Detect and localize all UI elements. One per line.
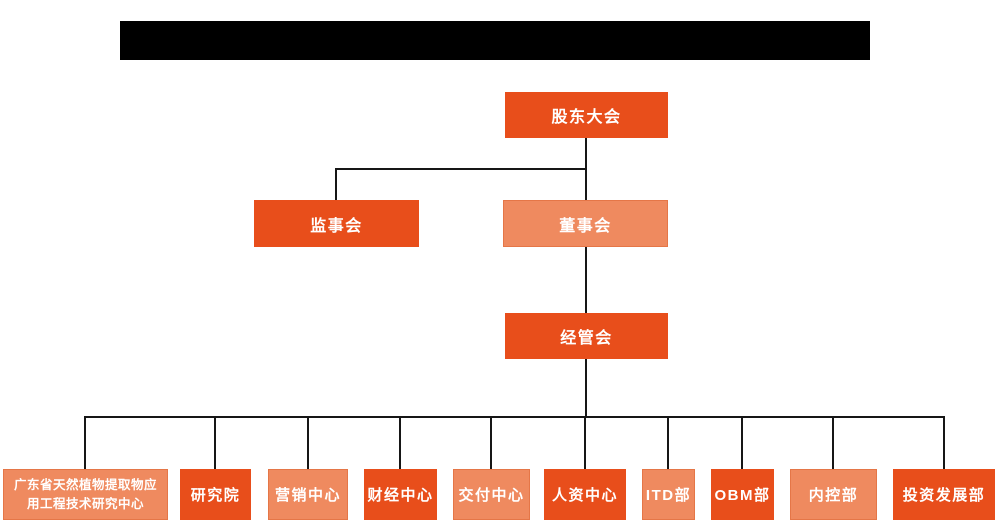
org-node-label: 广东省天然植物提取物应用工程技术研究中心	[13, 478, 157, 511]
connector-drop-research-center	[84, 416, 86, 469]
org-node-label: ITD部	[645, 487, 692, 504]
org-node-label: 财经中心	[367, 487, 434, 504]
connector-drop-hr	[584, 416, 586, 469]
connector-drop-itd	[667, 416, 669, 469]
org-node-label: 董事会	[559, 217, 612, 235]
connector-branch-horizontal	[335, 168, 587, 170]
org-node-label: 股东大会	[551, 109, 622, 126]
org-node-research-institute: 研究院	[180, 469, 251, 520]
org-node-label: 营销中心	[274, 487, 341, 504]
org-node-hr-center: 人资中心	[544, 469, 626, 520]
org-node-guangdong-plant-extract-research-center: 广东省天然植物提取物应用工程技术研究中心	[3, 469, 168, 520]
connector-directors-to-management	[585, 247, 587, 313]
connector-drop-investment	[943, 416, 945, 469]
connector-drop-delivery	[490, 416, 492, 469]
org-node-board-of-supervisors: 监事会	[254, 200, 419, 247]
org-node-obm-department: OBM部	[711, 469, 774, 520]
org-node-marketing-center: 营销中心	[268, 469, 348, 520]
org-node-finance-center: 财经中心	[364, 469, 437, 520]
org-node-board-of-directors: 董事会	[503, 200, 668, 247]
org-node-label: 监事会	[310, 217, 363, 235]
connector-drop-finance	[399, 416, 401, 469]
org-node-label: OBM部	[714, 487, 771, 504]
org-node-internal-control-department: 内控部	[790, 469, 877, 520]
redacted-title-bar	[120, 21, 870, 60]
connector-drop-internal-control	[832, 416, 834, 469]
connector-departments-bus	[85, 416, 945, 418]
connector-management-to-bus	[585, 359, 587, 417]
org-node-shareholders-meeting: 股东大会	[505, 92, 668, 138]
connector-drop-research-institute	[214, 416, 216, 469]
org-node-label: 研究院	[190, 487, 241, 504]
org-node-management-committee: 经管会	[505, 313, 668, 359]
org-node-investment-development-department: 投资发展部	[893, 469, 995, 520]
org-node-itd-department: ITD部	[642, 469, 695, 520]
org-node-label: 交付中心	[458, 487, 525, 504]
connector-drop-marketing	[307, 416, 309, 469]
org-node-label: 投资发展部	[902, 487, 986, 504]
org-node-label: 人资中心	[551, 487, 618, 504]
connector-drop-obm	[741, 416, 743, 469]
org-node-label: 经管会	[560, 330, 613, 347]
connector-to-supervisors	[335, 168, 337, 200]
org-node-label: 内控部	[808, 487, 859, 504]
org-node-delivery-center: 交付中心	[453, 469, 530, 520]
